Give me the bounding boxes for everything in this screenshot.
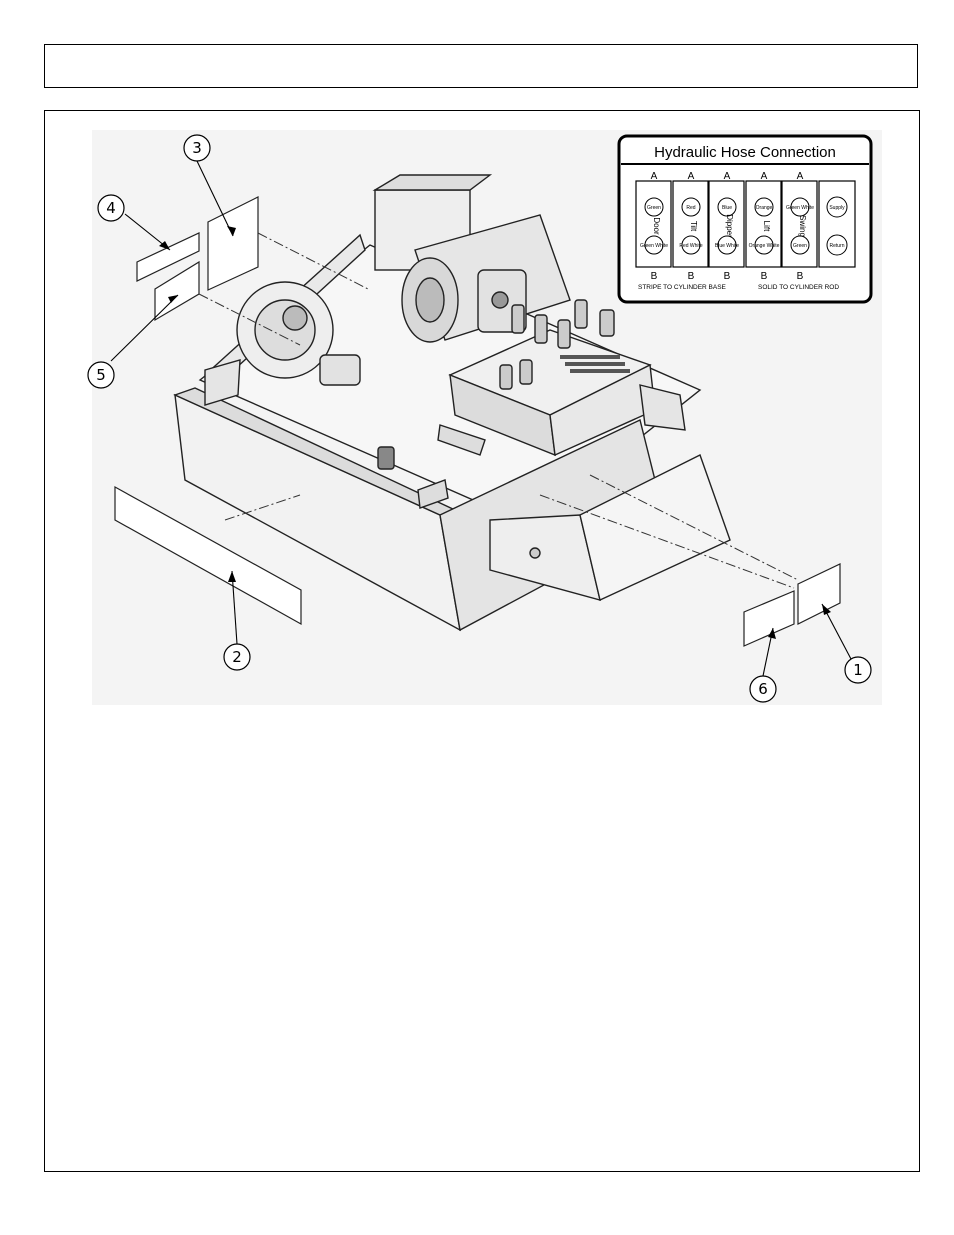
decal-column-1 — [635, 180, 672, 268]
hydraulic-unit — [173, 174, 731, 632]
callout-label-3: 3 — [192, 139, 202, 157]
port-label: Green White — [786, 205, 814, 211]
callout-label-6: 6 — [758, 680, 768, 698]
projection-lines — [198, 232, 799, 589]
callout-circle-5 — [87, 361, 115, 389]
bracket — [417, 479, 449, 509]
callout-label-1: 1 — [853, 661, 863, 679]
decal-column-2 — [672, 180, 709, 268]
valve-bank-slots — [560, 355, 630, 373]
hose-fittings — [499, 299, 615, 390]
decal-a-3: A — [724, 171, 731, 182]
decal-1 — [797, 563, 841, 625]
decal-2 — [114, 485, 302, 626]
port-label: Green — [793, 243, 807, 249]
hose-connection-decal: Hydraulic Hose Connection A A A A A B B … — [617, 134, 873, 304]
port-label: Orange White — [749, 243, 780, 249]
decal-column-5 — [781, 180, 818, 268]
callout-circle-4 — [97, 194, 125, 222]
callout-circles — [87, 134, 872, 703]
decal-b-2: B — [688, 271, 695, 282]
port-label: Red — [686, 205, 695, 211]
callout-label-4: 4 — [106, 199, 116, 217]
port-label: Red White — [679, 243, 703, 249]
decal-a-4: A — [761, 171, 768, 182]
callout-label-5: 5 — [96, 366, 106, 384]
function-label: Dipper — [725, 214, 734, 238]
port-label: Blue White — [715, 243, 739, 249]
function-label: Lift — [762, 221, 771, 232]
port-label: Orange — [756, 205, 773, 211]
function-label: Door — [652, 217, 661, 235]
decal-a-1: A — [651, 171, 658, 182]
decal-title: Hydraulic Hose Connection — [654, 144, 836, 161]
decal-b-4: B — [761, 271, 768, 282]
supply-label: Supply — [829, 205, 845, 211]
decal-a-5: A — [797, 171, 804, 182]
decal-a-2: A — [688, 171, 695, 182]
decal-4 — [136, 232, 200, 282]
filler-cap — [377, 446, 395, 470]
decal-footer-left: STRIPE TO CYLINDER BASE — [638, 284, 727, 291]
guard-bolt — [529, 547, 541, 559]
function-label: Swing — [798, 215, 807, 237]
callout-circle-1 — [844, 656, 872, 684]
callout-circle-3 — [183, 134, 211, 162]
callout-circle-2 — [223, 643, 251, 671]
diagram-frame — [44, 110, 920, 1172]
decal-column-4 — [745, 180, 782, 268]
port-label: Green — [647, 205, 661, 211]
decal-column-supply-return — [818, 180, 856, 268]
decal-3 — [207, 196, 259, 291]
decal-b-3: B — [724, 271, 731, 282]
header-box — [44, 44, 918, 88]
decal-footer-right: SOLID TO CYLINDER ROD — [758, 284, 839, 291]
return-label: Return — [829, 243, 844, 249]
decal-b-1: B — [651, 271, 658, 282]
function-label: Tilt — [689, 221, 698, 232]
decal-b-5: B — [797, 271, 804, 282]
callout-circle-6 — [749, 675, 777, 703]
port-label: Green White — [640, 243, 668, 249]
decal-6 — [743, 590, 795, 647]
callout-label-2: 2 — [232, 648, 242, 666]
port-label: Blue — [722, 205, 732, 211]
decal-column-3 — [708, 180, 745, 268]
callout-arrowheads — [159, 226, 831, 639]
